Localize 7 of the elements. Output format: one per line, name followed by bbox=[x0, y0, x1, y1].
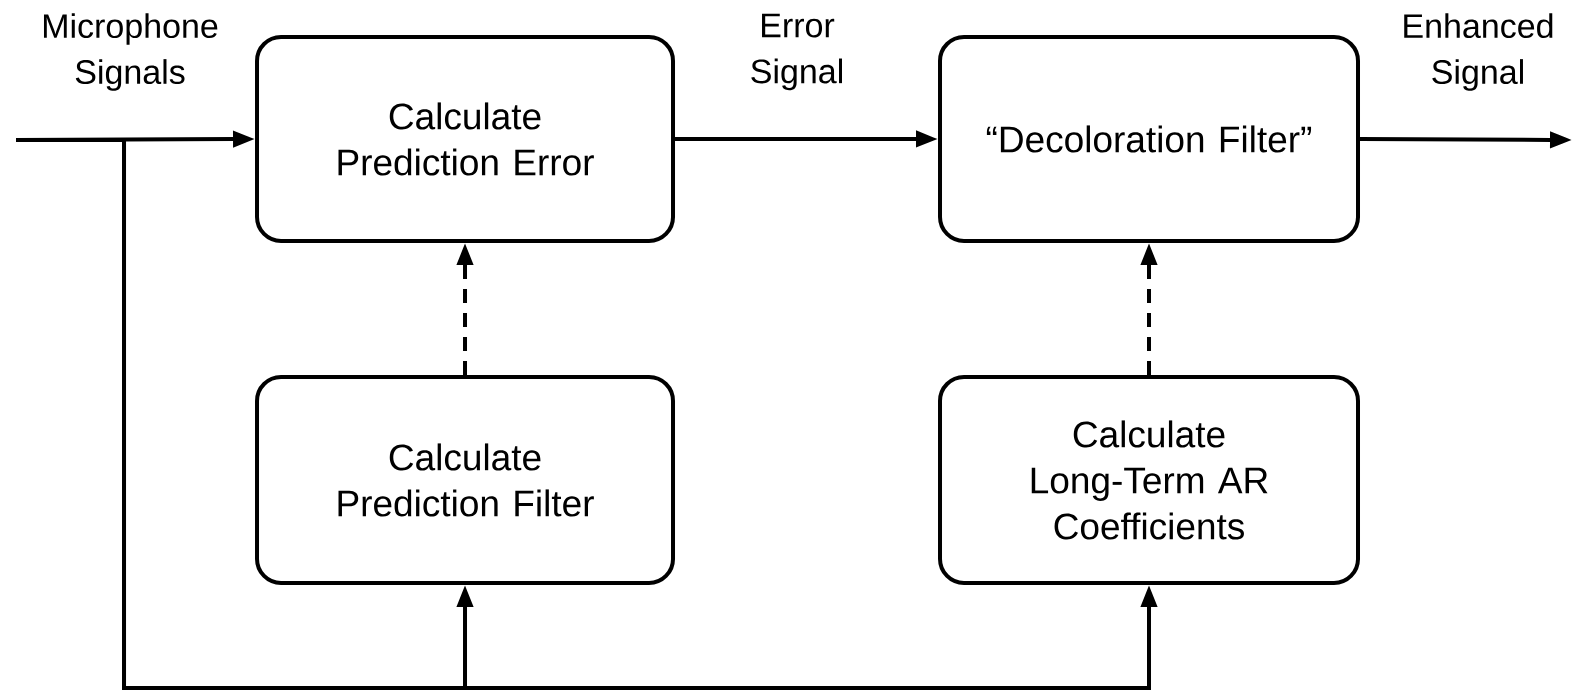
edge-label: Microphone Signals bbox=[44, 13, 218, 91]
edge-label: Error Signal bbox=[751, 13, 842, 91]
process-box: “Decoloration Filter” bbox=[938, 35, 1360, 243]
process-box: Calculate Prediction Filter bbox=[255, 375, 675, 585]
edge-label: Enhanced Signal bbox=[1404, 13, 1553, 91]
process-box: Calculate Long-Term AR Coefficients bbox=[938, 375, 1360, 585]
process-box: Calculate Prediction Error bbox=[255, 35, 675, 243]
